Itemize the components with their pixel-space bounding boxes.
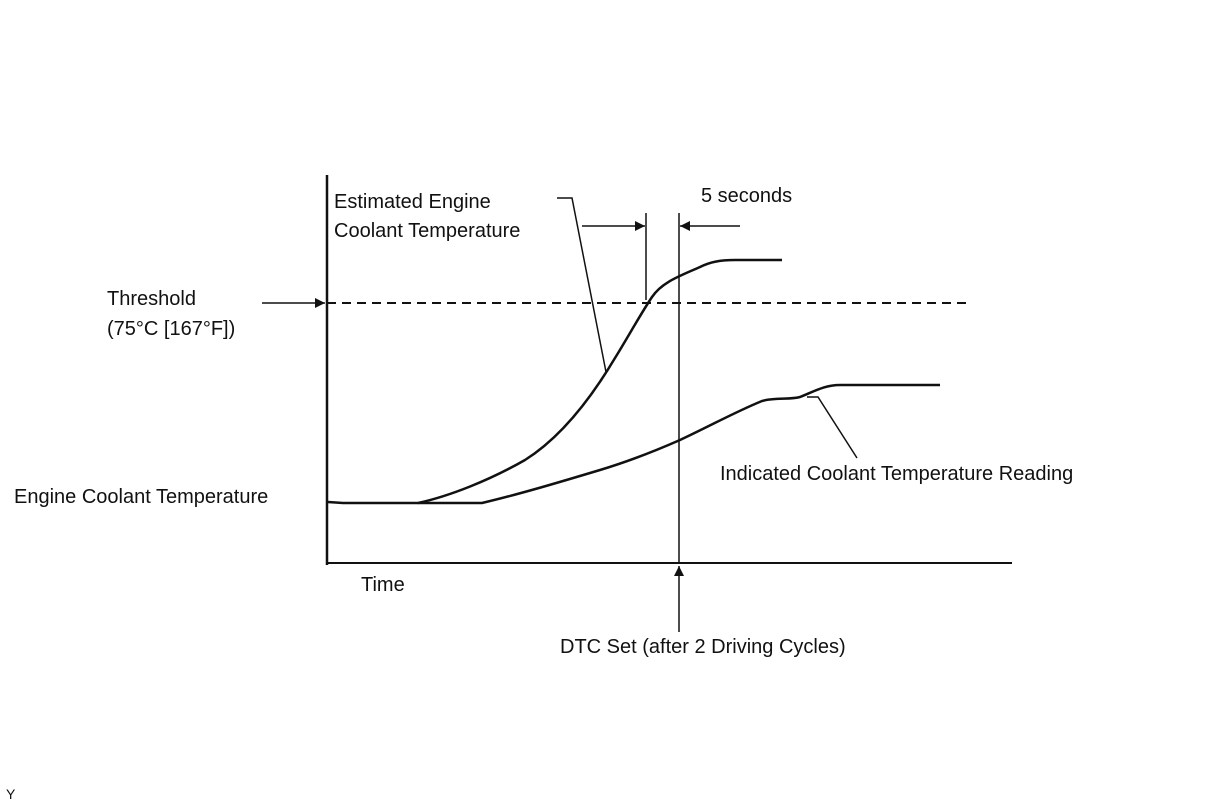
figure-id: Y bbox=[6, 786, 16, 802]
estimated-temperature-curve bbox=[327, 258, 782, 505]
dtc-label: DTC Set (after 2 Driving Cycles) bbox=[560, 636, 846, 658]
x-axis-label: Time bbox=[361, 574, 405, 596]
estimated-label-line2: Coolant Temperature bbox=[334, 220, 520, 242]
estimated-label-leader bbox=[557, 197, 607, 373]
estimated-label-line1: Estimated Engine bbox=[334, 191, 491, 213]
threshold-label-line2: (75°C [167°F]) bbox=[107, 318, 235, 340]
indicated-label-leader bbox=[807, 396, 858, 459]
y-axis-label: Engine Coolant Temperature bbox=[14, 486, 268, 508]
duration-label: 5 seconds bbox=[701, 185, 792, 207]
threshold-label-line1: Threshold bbox=[107, 288, 196, 310]
indicated-temperature-curve bbox=[418, 383, 940, 505]
indicated-label: Indicated Coolant Temperature Reading bbox=[720, 463, 1073, 485]
